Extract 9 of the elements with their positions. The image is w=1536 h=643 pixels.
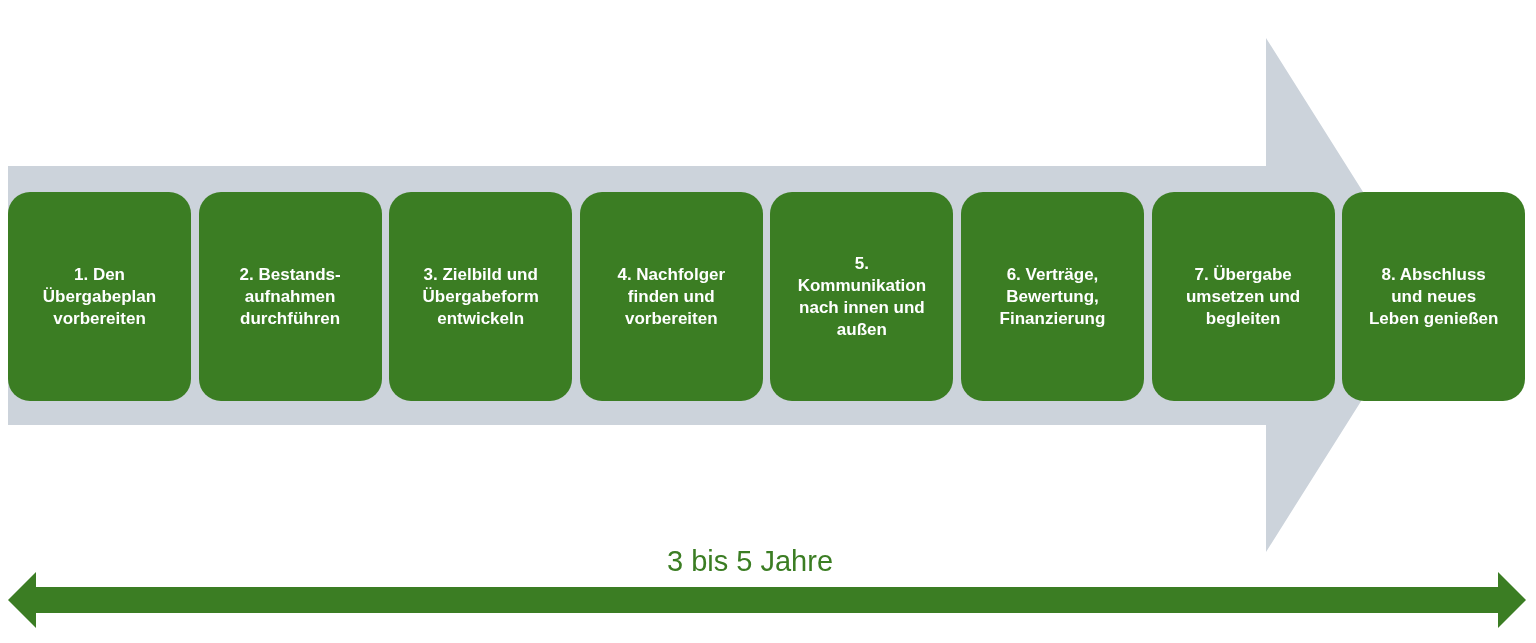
duration-label: 3 bis 5 Jahre bbox=[665, 544, 834, 579]
process-box: 3. Zielbild und Übergabeform entwickeln bbox=[389, 192, 573, 401]
process-box: 6. Verträge, Bewertung, Finanzierung bbox=[961, 192, 1144, 401]
process-box: 7. Übergabe umsetzen und begleiten bbox=[1151, 192, 1335, 401]
process-box: 8. Abschluss und neues Leben genießen bbox=[1342, 192, 1526, 401]
process-box: 1. Den Übergabeplan vorbereiten bbox=[8, 192, 191, 401]
process-box: 2. Bestands-aufnahmen durchführen bbox=[198, 192, 382, 401]
process-box: 5. Kommunikation nach innen und außen bbox=[770, 192, 954, 401]
process-box: 4. Nachfolger finden und vorbereiten bbox=[579, 192, 763, 401]
